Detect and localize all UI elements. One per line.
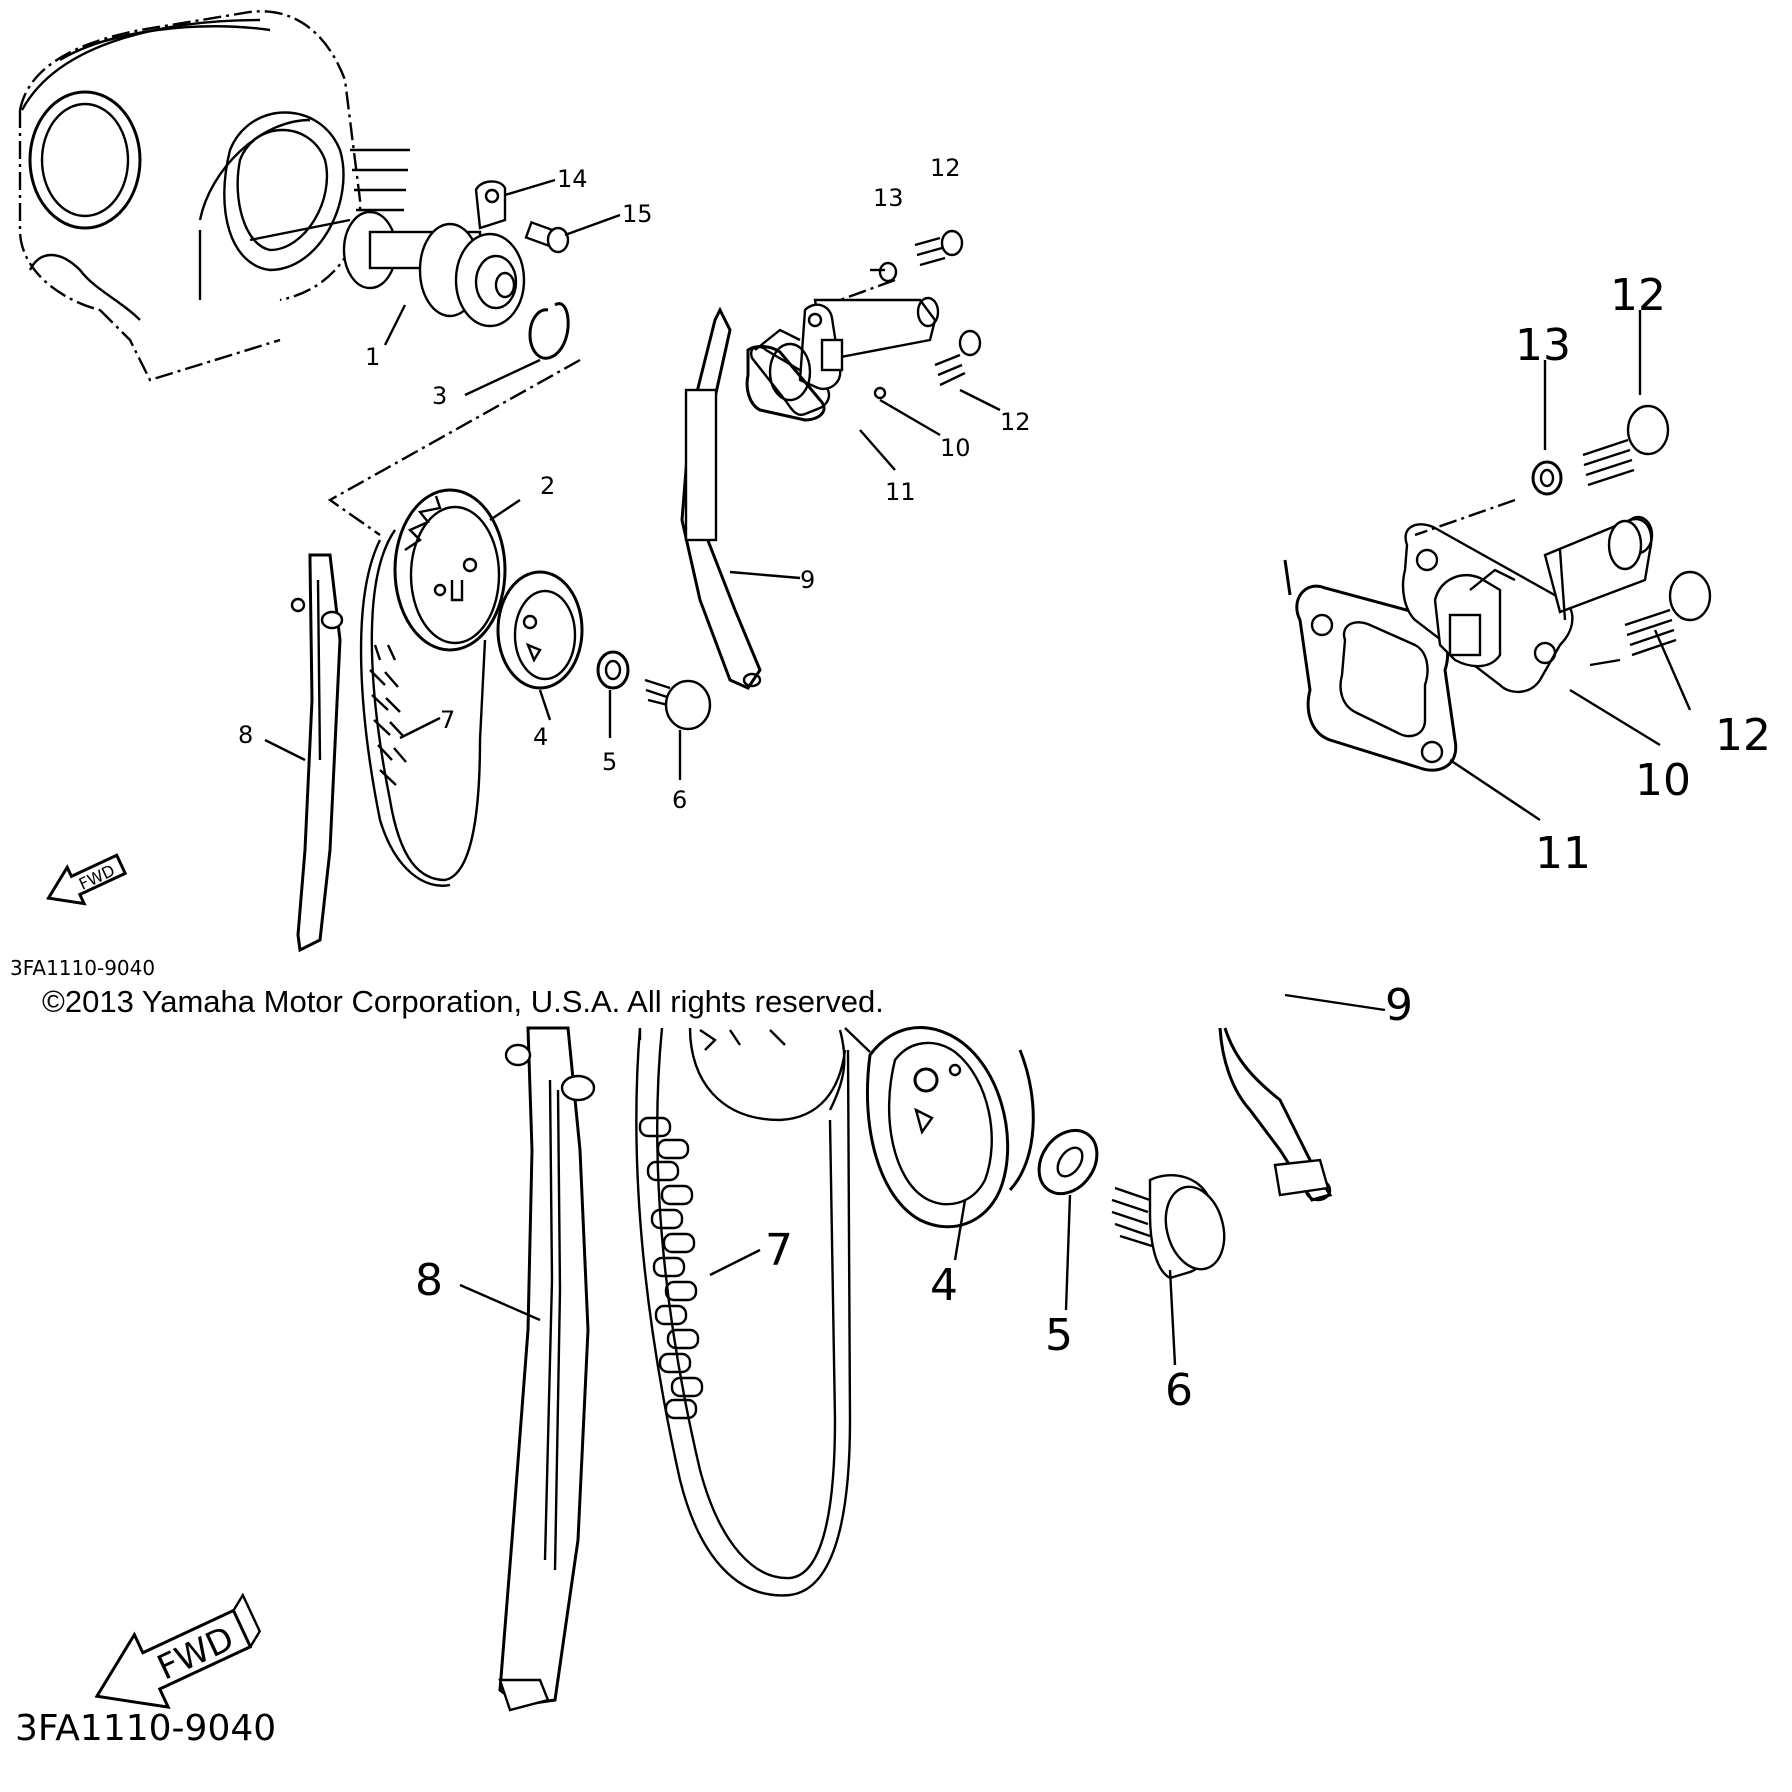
- leader-lines-overview: [264, 178, 1001, 780]
- tensioner-bolt-12-upper: [1582, 404, 1670, 487]
- lower-detail: 8 7 4 5 6 9 FWD 3FA1110-9040: [15, 980, 1413, 1749]
- detail-callout-6: 6: [1165, 1365, 1193, 1416]
- cam-sprocket: [393, 488, 507, 652]
- chain-guide-8-detail: [498, 1026, 596, 1712]
- chain-guide-9: [680, 306, 762, 690]
- callout-4: 4: [533, 723, 548, 751]
- callout-6: 6: [672, 786, 687, 814]
- cam-chain-detail: [638, 1116, 704, 1420]
- detail-callout-9: 9: [1385, 980, 1413, 1031]
- callout-8: 8: [238, 721, 253, 749]
- circlip: [528, 302, 570, 360]
- callout-15: 15: [622, 200, 653, 228]
- callout-2: 2: [540, 472, 555, 500]
- detail-callout-10: 10: [1635, 755, 1691, 806]
- chain-guide-9-detail: [1218, 1027, 1333, 1202]
- diagram-code-small: 3FA1110-9040: [10, 956, 155, 980]
- callout-10: 10: [940, 434, 971, 462]
- detail-callout-7: 7: [765, 1225, 793, 1276]
- detail-callout-4: 4: [930, 1260, 958, 1311]
- callout-9: 9: [800, 566, 815, 594]
- diagram-code-large: 3FA1110-9040: [15, 1708, 276, 1749]
- cylinder-head-outline: [18, 10, 410, 382]
- timing-chain-loop: [359, 529, 487, 887]
- detail-callout-13: 13: [1515, 320, 1571, 371]
- svg-text:FWD: FWD: [76, 861, 118, 894]
- callout-11: 11: [885, 478, 916, 506]
- callout-3: 3: [432, 382, 447, 410]
- overview-diagram: 1 2 3 4 5 6 7 8 9 10 11 12 12 13 14 15 F…: [10, 10, 1031, 980]
- tensioner-washer: [878, 261, 898, 283]
- tensioner-bolt-upper: [914, 229, 964, 267]
- callout-1: 1: [365, 343, 380, 371]
- tensioner-overview: [745, 296, 940, 422]
- cam-sprocket-detail: [638, 1027, 847, 1122]
- callout-14: 14: [557, 165, 588, 193]
- sprocket-bolt-detail: [1111, 1173, 1226, 1280]
- fwd-arrow-small: FWD: [46, 853, 128, 906]
- tensioner-detail: 12 13 12 10 11: [1283, 270, 1771, 879]
- camshaft: [342, 210, 526, 328]
- sprocket-bolt: [644, 678, 712, 731]
- detail-callout-5: 5: [1045, 1310, 1073, 1361]
- tensioner-washer-13: [1531, 460, 1563, 496]
- detail-callout-12a: 12: [1610, 270, 1666, 321]
- chain-guide-8: [290, 553, 344, 953]
- sprocket-holder-detail: [866, 1026, 1035, 1229]
- callout-12b: 12: [1000, 408, 1031, 436]
- assembly-lines: [327, 358, 581, 536]
- callout-5: 5: [602, 748, 617, 776]
- washer: [596, 650, 630, 690]
- tensioner-bolt-12-lower: [1624, 570, 1712, 657]
- detail-callout-8: 8: [415, 1255, 443, 1306]
- tensioner-body: [1401, 515, 1654, 694]
- stopper-plate: [474, 180, 507, 230]
- tensioner-bolt-lower: [934, 329, 982, 387]
- callout-12a: 12: [930, 154, 961, 182]
- callout-13: 13: [873, 184, 904, 212]
- leader-lines-lower: [459, 993, 1386, 1366]
- sprocket-holder: [496, 570, 584, 690]
- timing-chain-loop-detail: [635, 1027, 852, 1597]
- tensioner-detail-leaders: [1283, 310, 1692, 821]
- washer-detail: [1037, 1128, 1099, 1196]
- copyright-notice: ©2013 Yamaha Motor Corporation, U.S.A. A…: [42, 984, 884, 1019]
- callout-7: 7: [440, 706, 455, 734]
- cam-chain: [369, 644, 407, 786]
- bolt-15: [524, 220, 570, 254]
- detail-callout-11: 11: [1535, 828, 1591, 879]
- detail-callout-12b: 12: [1715, 710, 1771, 761]
- tensioner-gasket: [1295, 584, 1458, 772]
